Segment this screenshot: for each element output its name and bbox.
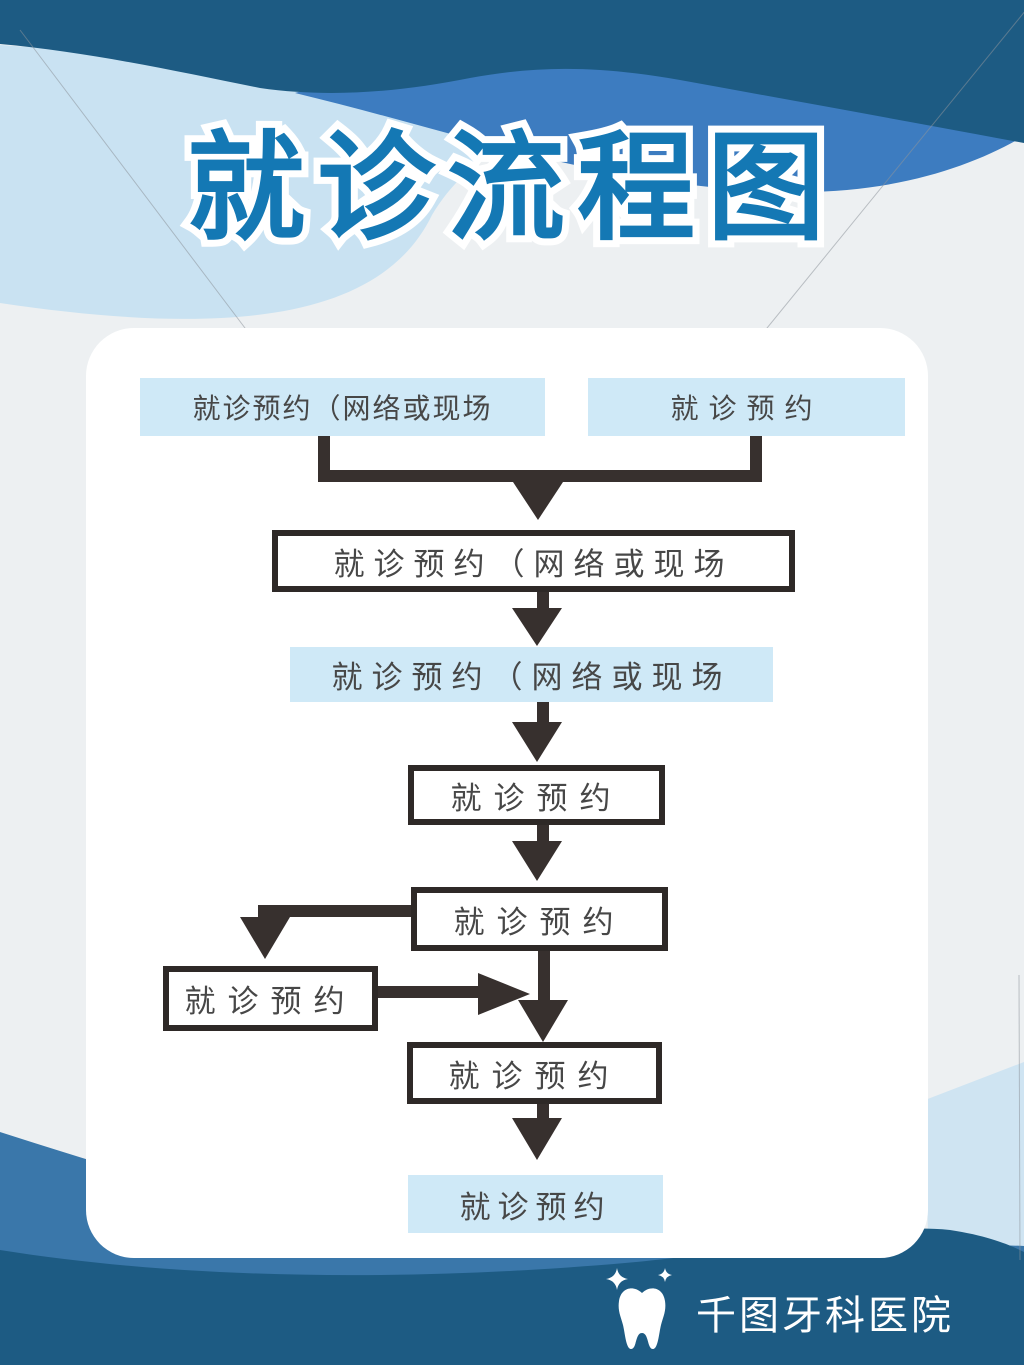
flow-node-top-left: 就诊预约（网络或现场 (140, 378, 545, 436)
arrow-down-icon (513, 482, 563, 520)
flow-node-step4: 就诊预约 (408, 765, 665, 825)
flow-node-top-right: 就诊预约 (588, 378, 905, 436)
dark-blue-bottom-wave (0, 1228, 1024, 1365)
connector-merge-bar (318, 470, 762, 482)
connector-stem (537, 702, 549, 722)
connector-merge-left-stub (318, 436, 330, 476)
arrow-down-icon (512, 1118, 562, 1160)
arrow-down-icon (512, 722, 562, 762)
connector-stem (538, 951, 550, 1001)
page-title: 就诊流程图 (0, 122, 1024, 258)
arrow-down-icon (518, 1000, 568, 1042)
flow-node-step2: 就诊预约（网络或现场 (272, 530, 795, 592)
connector-stem (537, 825, 549, 841)
flow-node-step7: 就诊预约 (408, 1175, 663, 1233)
flow-node-step3: 就诊预约（网络或现场 (290, 647, 773, 702)
dark-blue-wave (0, 0, 1024, 143)
footer-bar: 千图牙科医院 (0, 1258, 1024, 1365)
light-blue-wedge (925, 1062, 1024, 1258)
flowchart-card: 就诊预约（网络或现场 就诊预约 就诊预约（网络或现场 就诊预约（网络或现场 就诊… (86, 328, 928, 1258)
arrow-down-icon (512, 841, 562, 881)
sparkle-icon (658, 1267, 672, 1282)
page-title-text: 就诊流程图 (187, 122, 837, 258)
tooth-icon (606, 1267, 672, 1349)
connector-merge-right-stub (750, 436, 762, 476)
connector-stem (537, 592, 549, 610)
hospital-name: 千图牙科医院 (696, 1293, 954, 1338)
connector-stem (537, 1104, 549, 1118)
connector-branch-left-bar (258, 905, 411, 917)
connector-branch-return-bar (378, 986, 478, 998)
flow-node-side-left: 就诊预约 (163, 966, 378, 1031)
arrow-down-icon (512, 608, 562, 646)
flow-node-step5: 就诊预约 (411, 887, 668, 951)
arrow-down-icon (240, 917, 290, 959)
sparkle-icon (606, 1267, 628, 1290)
flow-node-step6: 就诊预约 (407, 1042, 662, 1104)
tooth-shape (618, 1287, 666, 1349)
